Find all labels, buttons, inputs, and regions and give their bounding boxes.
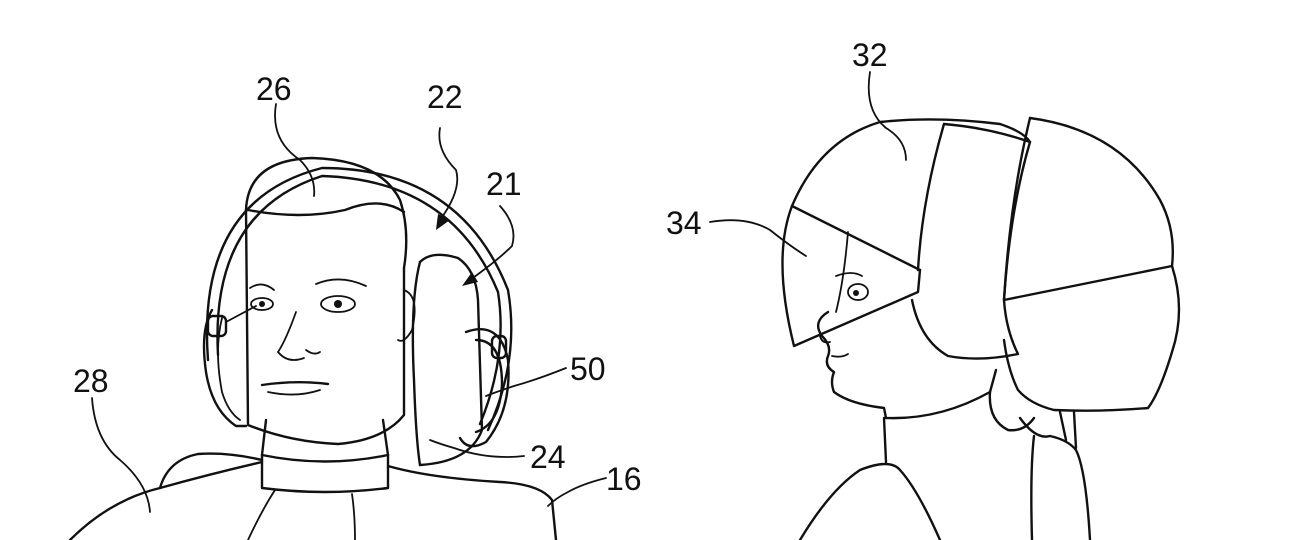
ref-16: 16 [606,461,642,497]
ref-50: 50 [570,351,606,387]
torso-outline [68,452,558,540]
ref-28: 28 [73,363,109,399]
helmet-middle-panel [910,122,1032,360]
right-leader-lines [709,71,907,257]
headphone-band [205,166,513,432]
left-ear-cup [202,305,257,428]
right-reference-numerals: 32 34 [666,37,888,241]
face-features [249,278,367,396]
seated-body [798,368,1092,540]
left-reference-numerals: 26 22 21 28 50 24 16 [73,71,642,497]
helmet-rear-lobe [1002,116,1181,412]
neck-collar [260,418,390,494]
headrest-pillow [411,253,484,467]
right-ear-cup [458,328,510,448]
ref-26: 26 [256,71,292,107]
ref-34: 34 [666,205,702,241]
helmet-top-section [790,118,1032,272]
ref-24: 24 [530,439,566,475]
helmet-visor [781,204,922,348]
ref-32: 32 [852,37,888,73]
ref-21: 21 [486,166,522,202]
right-figure-person-with-airbag-helmet: 32 34 [666,37,1181,540]
left-leader-lines [91,103,607,513]
profile-face [816,231,992,420]
ref-22: 22 [427,79,463,115]
head [244,156,416,446]
left-figure-person-with-headphones: 26 22 21 28 50 24 16 [68,71,642,540]
